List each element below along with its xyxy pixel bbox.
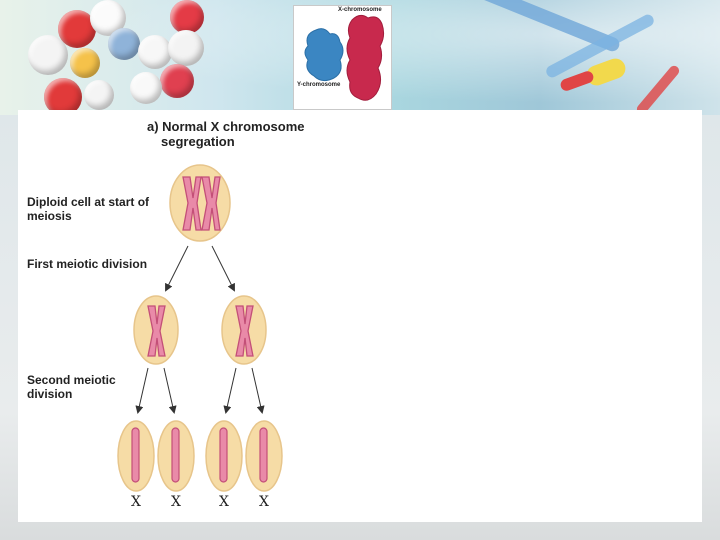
secondary-cell-right (222, 296, 266, 364)
gamete-label-4: X (259, 494, 269, 510)
gamete-label-2: X (171, 494, 181, 510)
arrow-first-right (212, 246, 234, 290)
gamete-label-1: X (131, 494, 141, 510)
arrow-second-3 (226, 368, 236, 412)
gamete-cell-1 (118, 421, 154, 491)
arrow-first-left (166, 246, 188, 290)
chromatid (132, 428, 139, 482)
gamete-cell-4 (246, 421, 282, 491)
chromatid (172, 428, 179, 482)
arrow-second-2 (164, 368, 174, 412)
arrow-second-1 (138, 368, 148, 412)
secondary-cell-left (134, 296, 178, 364)
diploid-cell (170, 165, 230, 241)
chromatid (260, 428, 267, 482)
gamete-label-3: X (219, 494, 229, 510)
chromatid (220, 428, 227, 482)
gamete-cell-2 (158, 421, 194, 491)
arrow-second-4 (252, 368, 262, 412)
gamete-cell-3 (206, 421, 242, 491)
